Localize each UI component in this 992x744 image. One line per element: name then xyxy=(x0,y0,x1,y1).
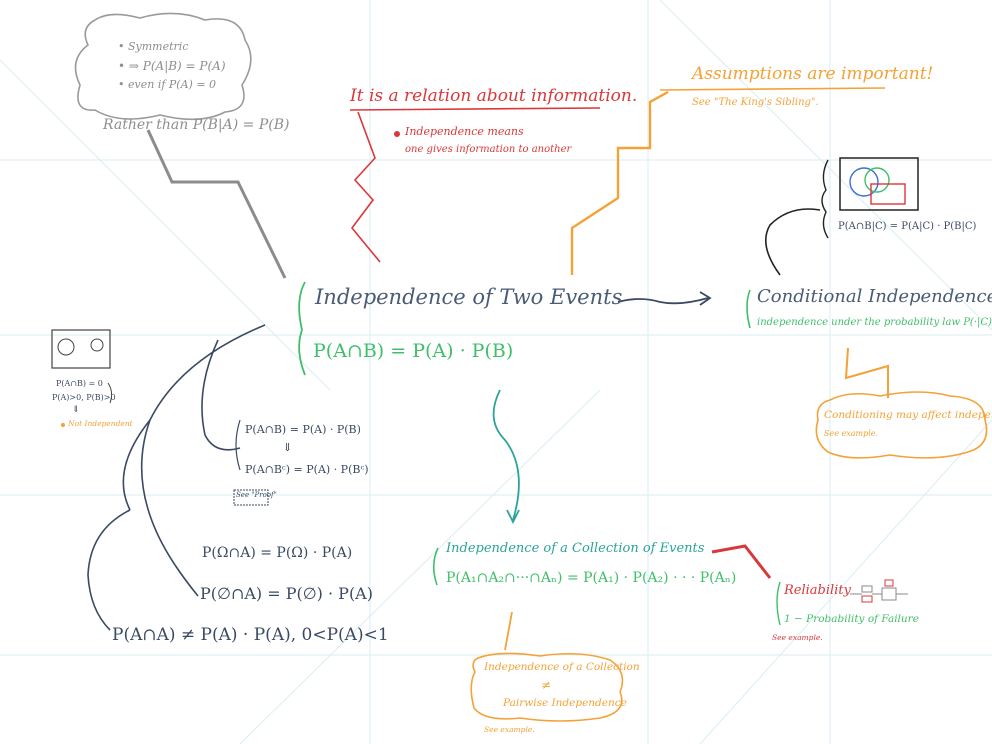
assumptions-connector xyxy=(570,90,669,275)
disjoint-arrow: ⇓ xyxy=(72,405,80,415)
central-to-conditional-arrow xyxy=(617,291,712,306)
information-line-2: one gives information to another xyxy=(405,144,572,155)
symmetric-connector xyxy=(146,129,287,279)
conditioning-connector xyxy=(844,347,889,398)
special-case-self: P(A∩A) ≠ P(A) · P(A), 0<P(A)<1 xyxy=(112,625,389,645)
central-brace xyxy=(298,281,306,376)
disjoint-circle-a xyxy=(57,338,75,356)
conditional-title: Conditional Independence xyxy=(757,286,992,307)
pairwise-line-2: Pairwise Independence xyxy=(503,697,627,709)
reliability-brace xyxy=(776,581,781,626)
information-connector xyxy=(350,111,381,263)
symmetric-bullet-1-text: Symmetric xyxy=(128,40,189,53)
reliability-title: Reliability xyxy=(784,583,851,598)
assumptions-sub: See "The King's Sibling". xyxy=(692,97,819,108)
pairwise-neq: ≠ xyxy=(541,678,552,692)
disjoint-line-1: P(A∩B) = 0 xyxy=(56,379,103,388)
pairwise-connector xyxy=(504,611,513,651)
conditional-venn-box xyxy=(839,157,919,211)
disjoint-line-2: P(A)>0, P(B)>0 xyxy=(52,393,116,402)
special-case-empty: P(∅∩A) = P(∅) · P(A) xyxy=(200,584,373,603)
information-underline xyxy=(349,107,601,111)
left-branch-lines xyxy=(87,324,266,631)
collection-to-reliability-connector xyxy=(711,544,772,579)
complement-line-1: P(A∩B) = P(A) · P(B) xyxy=(245,423,361,436)
pairwise-cloud-outline xyxy=(470,652,624,722)
assumptions-heading: Assumptions are important! xyxy=(692,64,934,84)
information-line-1: Independence means xyxy=(405,125,524,138)
reliability-note: See example. xyxy=(772,633,823,642)
conditional-brace-green xyxy=(746,289,751,329)
conditional-formula-connector xyxy=(764,208,821,276)
disjoint-line-3: Not Independent xyxy=(68,419,133,428)
disjoint-circle-b xyxy=(90,338,104,352)
conditioning-cloud-outline xyxy=(815,391,988,459)
proof-box xyxy=(233,489,269,506)
symmetric-bullet-3-text: even if P(A) = 0 xyxy=(128,78,217,91)
assumptions-underline xyxy=(659,87,886,91)
reliability-sub: 1 − Probability of Failure xyxy=(784,613,919,625)
collection-formula: P(A₁∩A₂∩···∩Aₙ) = P(A₁) · P(A₂) · · · P(… xyxy=(446,570,737,586)
venn-region-c xyxy=(870,183,906,205)
conditional-brace xyxy=(821,159,829,239)
central-to-collection-arrow xyxy=(492,389,520,525)
disjoint-brace xyxy=(107,382,113,404)
venn-circle-b xyxy=(864,167,890,193)
collection-title: Independence of a Collection of Events xyxy=(446,541,705,556)
conditional-formula: P(A∩B|C) = P(A|C) · P(B|C) xyxy=(838,221,977,232)
symmetric-bullet-2: • ⇒ P(A|B) = P(A) xyxy=(118,59,226,73)
collection-brace xyxy=(432,547,439,586)
conditioning-sub: See example. xyxy=(824,429,879,438)
special-case-omega: P(Ω∩A) = P(Ω) · P(A) xyxy=(202,545,353,561)
disjoint-venn-box xyxy=(51,329,111,369)
complement-line-2: P(A∩Bᶜ) = P(A) · P(Bᶜ) xyxy=(245,463,369,476)
central-title: Independence of Two Events xyxy=(315,285,623,309)
venn-circle-a xyxy=(849,167,879,197)
conditioning-title: Conditioning may affect independence xyxy=(824,409,992,421)
pairwise-line-1: Independence of a Collection xyxy=(484,661,640,673)
information-bullet xyxy=(394,131,400,137)
conditional-sub: independence under the probability law P… xyxy=(757,317,992,328)
symmetric-footer: Rather than P(B|A) = P(B) xyxy=(103,117,290,133)
symmetric-bullet-2-text: ⇒ P(A|B) = P(A) xyxy=(128,59,226,73)
reliability-circuit-icon xyxy=(850,579,908,603)
disjoint-bullet xyxy=(61,423,65,427)
information-heading: It is a relation about information. xyxy=(350,86,638,106)
proof-label: See "Proof" xyxy=(236,491,277,499)
central-formula: P(A∩B) = P(A) · P(B) xyxy=(313,340,514,362)
complement-brace xyxy=(235,419,241,471)
complement-arrow: ⇓ xyxy=(283,441,293,454)
symmetric-bullet-1: • Symmetric xyxy=(118,40,189,53)
symmetric-bullet-3: • even if P(A) = 0 xyxy=(118,78,217,91)
pairwise-sub: See example. xyxy=(484,725,535,734)
symmetric-cloud-outline xyxy=(74,12,252,121)
